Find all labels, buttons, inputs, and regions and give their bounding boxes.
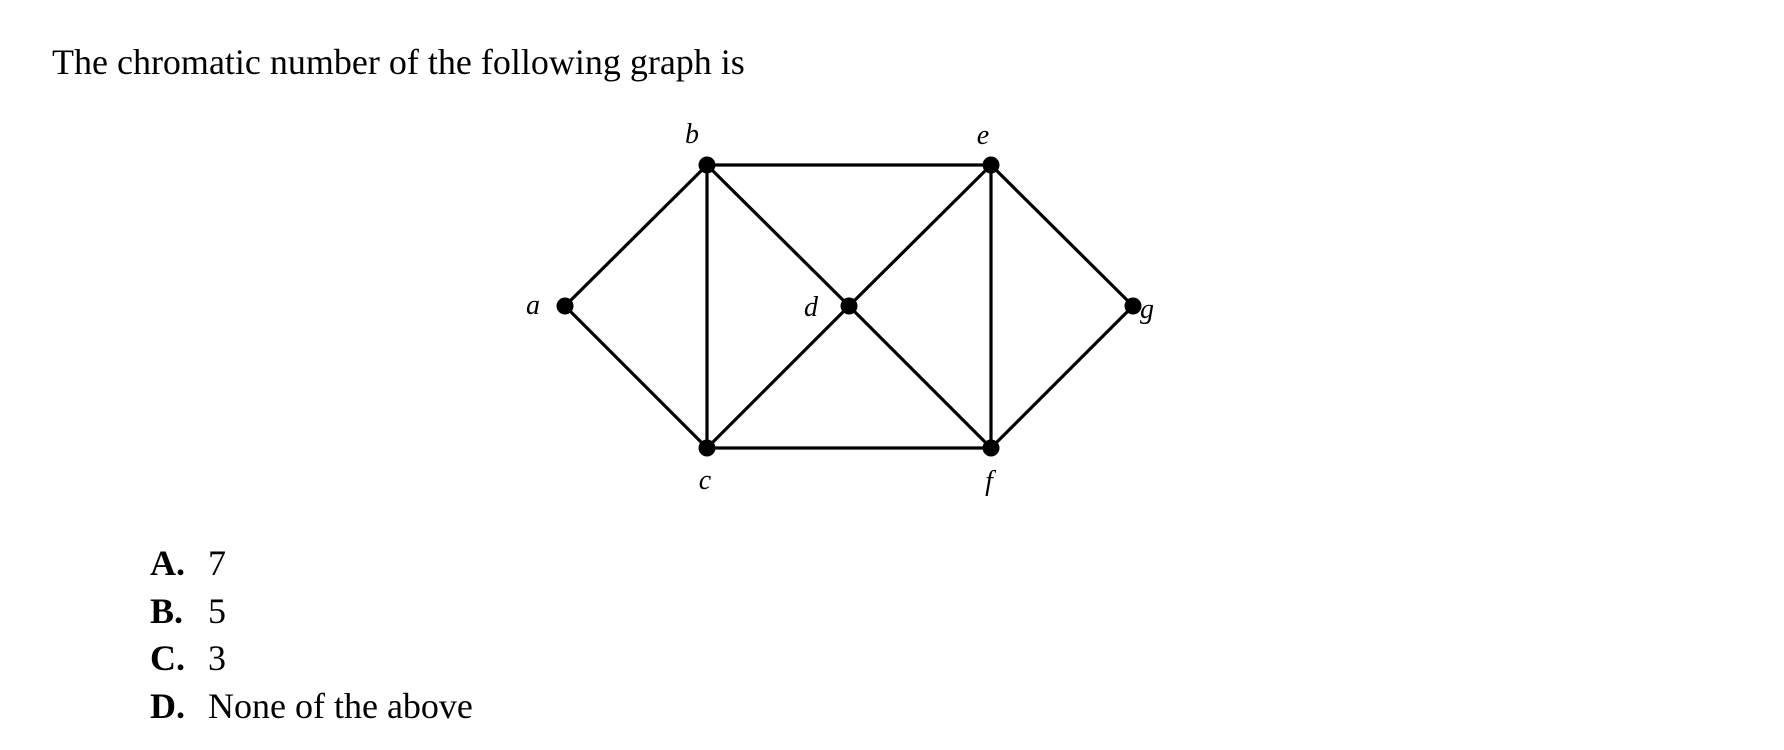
answer-options: A. 7 B. 5 C. 3 D. None of the above	[150, 540, 473, 730]
edge-a-c	[563, 304, 709, 450]
option-a-text: 7	[208, 543, 226, 583]
vertex-label-c: c	[699, 465, 712, 496]
option-d[interactable]: D. None of the above	[150, 683, 473, 731]
option-c-letter: C.	[150, 638, 185, 678]
option-b-text: 5	[208, 590, 226, 631]
option-d-letter: D.	[150, 685, 185, 726]
vertex-b	[698, 156, 716, 174]
edge-d-e	[847, 163, 993, 308]
edge-e-g	[989, 163, 1135, 308]
vertex-label-f: f	[985, 466, 996, 497]
edge-c-d	[705, 304, 851, 450]
option-c-text: 3	[208, 638, 226, 678]
option-a[interactable]: A. 7	[150, 540, 473, 588]
option-b-letter: B.	[150, 590, 184, 631]
vertex-label-g: g	[1140, 294, 1154, 325]
vertex-f	[982, 439, 1000, 457]
option-b[interactable]: B. 5	[150, 588, 473, 636]
vertex-d	[840, 297, 858, 315]
vertex-label-d: d	[804, 292, 819, 323]
vertex-a	[556, 297, 574, 315]
vertex-g	[1124, 297, 1142, 315]
vertex-label-b: b	[685, 119, 699, 150]
edge-d-f	[847, 304, 993, 450]
vertex-c	[698, 439, 716, 457]
edge-a-b	[563, 163, 709, 308]
option-c[interactable]: C. 3	[150, 635, 473, 683]
option-d-text: None of the above	[208, 685, 473, 726]
edge-b-d	[705, 163, 851, 308]
edge-f-g	[989, 304, 1135, 450]
vertex-label-a: a	[526, 290, 540, 321]
option-a-letter: A.	[150, 543, 185, 583]
vertex-label-e: e	[977, 120, 989, 151]
question-text: The chromatic number of the following gr…	[52, 42, 745, 82]
vertex-e	[982, 156, 1000, 174]
